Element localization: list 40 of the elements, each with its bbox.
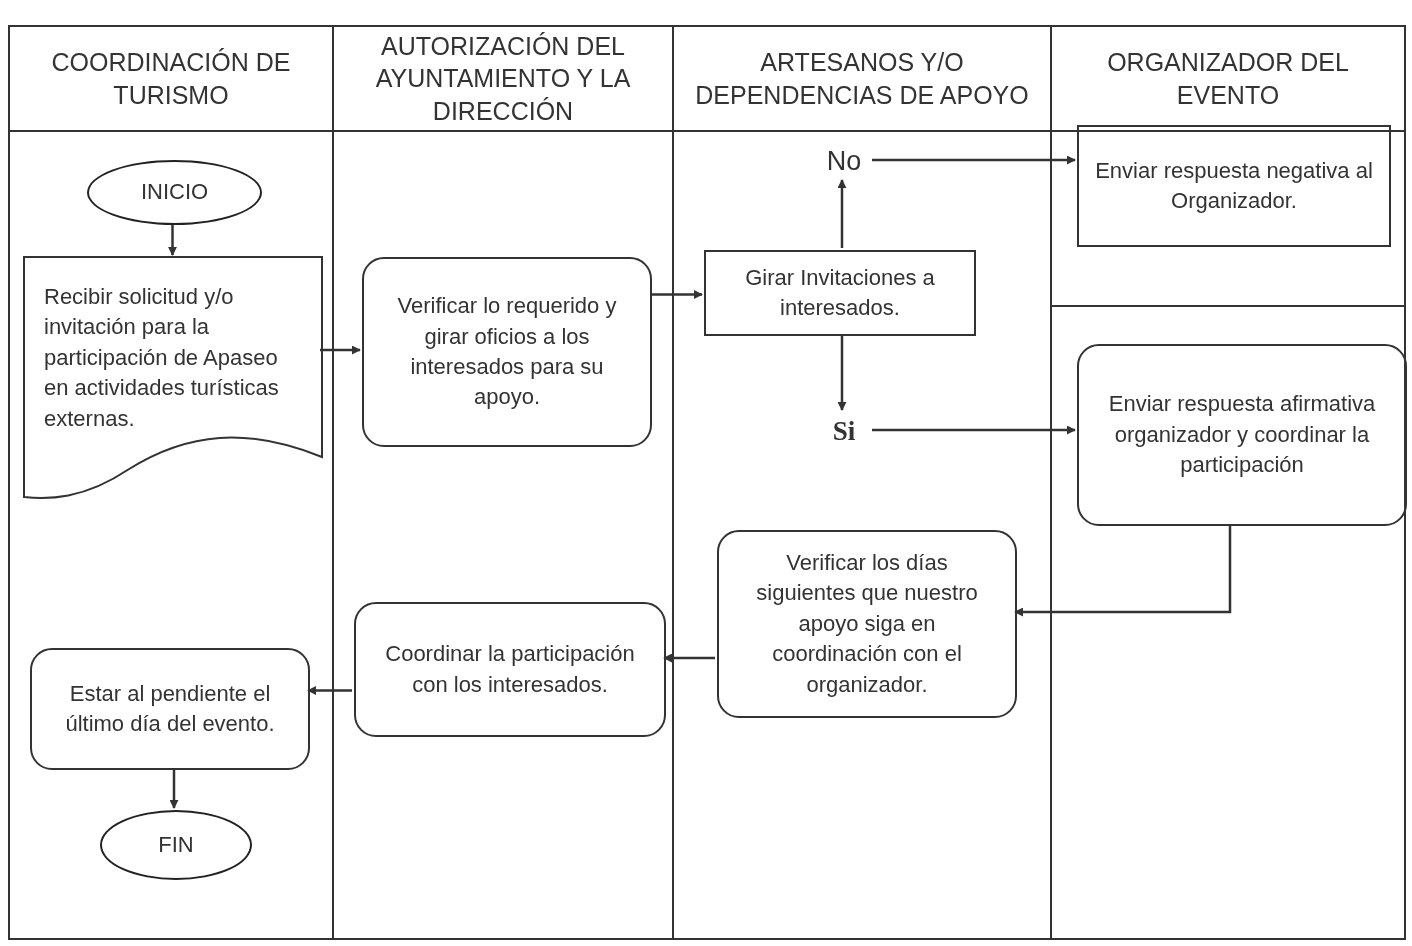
arrow <box>307 686 352 695</box>
process-box <box>1077 344 1407 526</box>
step-text: FIN <box>158 830 194 859</box>
swimlane <box>8 25 332 940</box>
step-text: Girar Invitaciones a interesados. <box>744 263 936 322</box>
swimlane <box>672 25 1050 940</box>
lane-title: COORDINACIÓN DE TURISMO <box>50 47 292 111</box>
process-box <box>704 250 976 336</box>
process-box <box>30 648 310 770</box>
arrow <box>650 290 703 299</box>
step-text: No <box>826 145 862 179</box>
lane-title: ORGANIZADOR DEL EVENTO <box>1106 47 1350 111</box>
arrow <box>169 768 179 809</box>
arrow <box>837 179 847 248</box>
step-text: Enviar respuesta negativa al Organizador. <box>1095 156 1373 215</box>
step-text: Recibir solicitud y/o invitación para la participación de Apaseo en actividades turísticas externas. <box>44 283 280 433</box>
step-text: Estar al pendiente el último día del evento. <box>64 679 276 738</box>
arrow <box>837 334 847 411</box>
lane-title: ARTESANOS Y/O DEPENDENCIAS DE APOYO <box>694 47 1030 111</box>
process-box <box>362 257 652 447</box>
step-text: Coordinar la participación con los interesados. <box>384 640 636 699</box>
step-text: Si <box>832 415 856 449</box>
process-box <box>1077 125 1391 247</box>
arrow <box>168 223 177 256</box>
arrow <box>320 345 361 355</box>
swimlane <box>332 25 672 940</box>
process-box <box>717 530 1017 718</box>
terminator-ellipse <box>87 160 262 225</box>
arrow <box>872 425 1076 435</box>
process-box <box>354 602 666 737</box>
step-text: Verificar lo requerido y girar oficios a los interesados para su apoyo. <box>396 292 618 412</box>
step-text: Enviar respuesta afirmativa organizador y coordinar la participación <box>1107 390 1377 480</box>
arrow <box>1014 524 1232 617</box>
lane-title: AUTORIZACIÓN DEL AYUNTAMIENTO Y LA DIRECCIÓN <box>374 30 632 127</box>
swimlane <box>1050 25 1406 940</box>
arrow <box>872 155 1076 165</box>
step-text: Verificar los días siguientes que nuestro apoyo siga en coordinación con el organizador. <box>755 549 979 699</box>
step-text: INICIO <box>140 178 209 207</box>
arrow <box>663 653 715 663</box>
terminator-ellipse <box>100 810 252 880</box>
